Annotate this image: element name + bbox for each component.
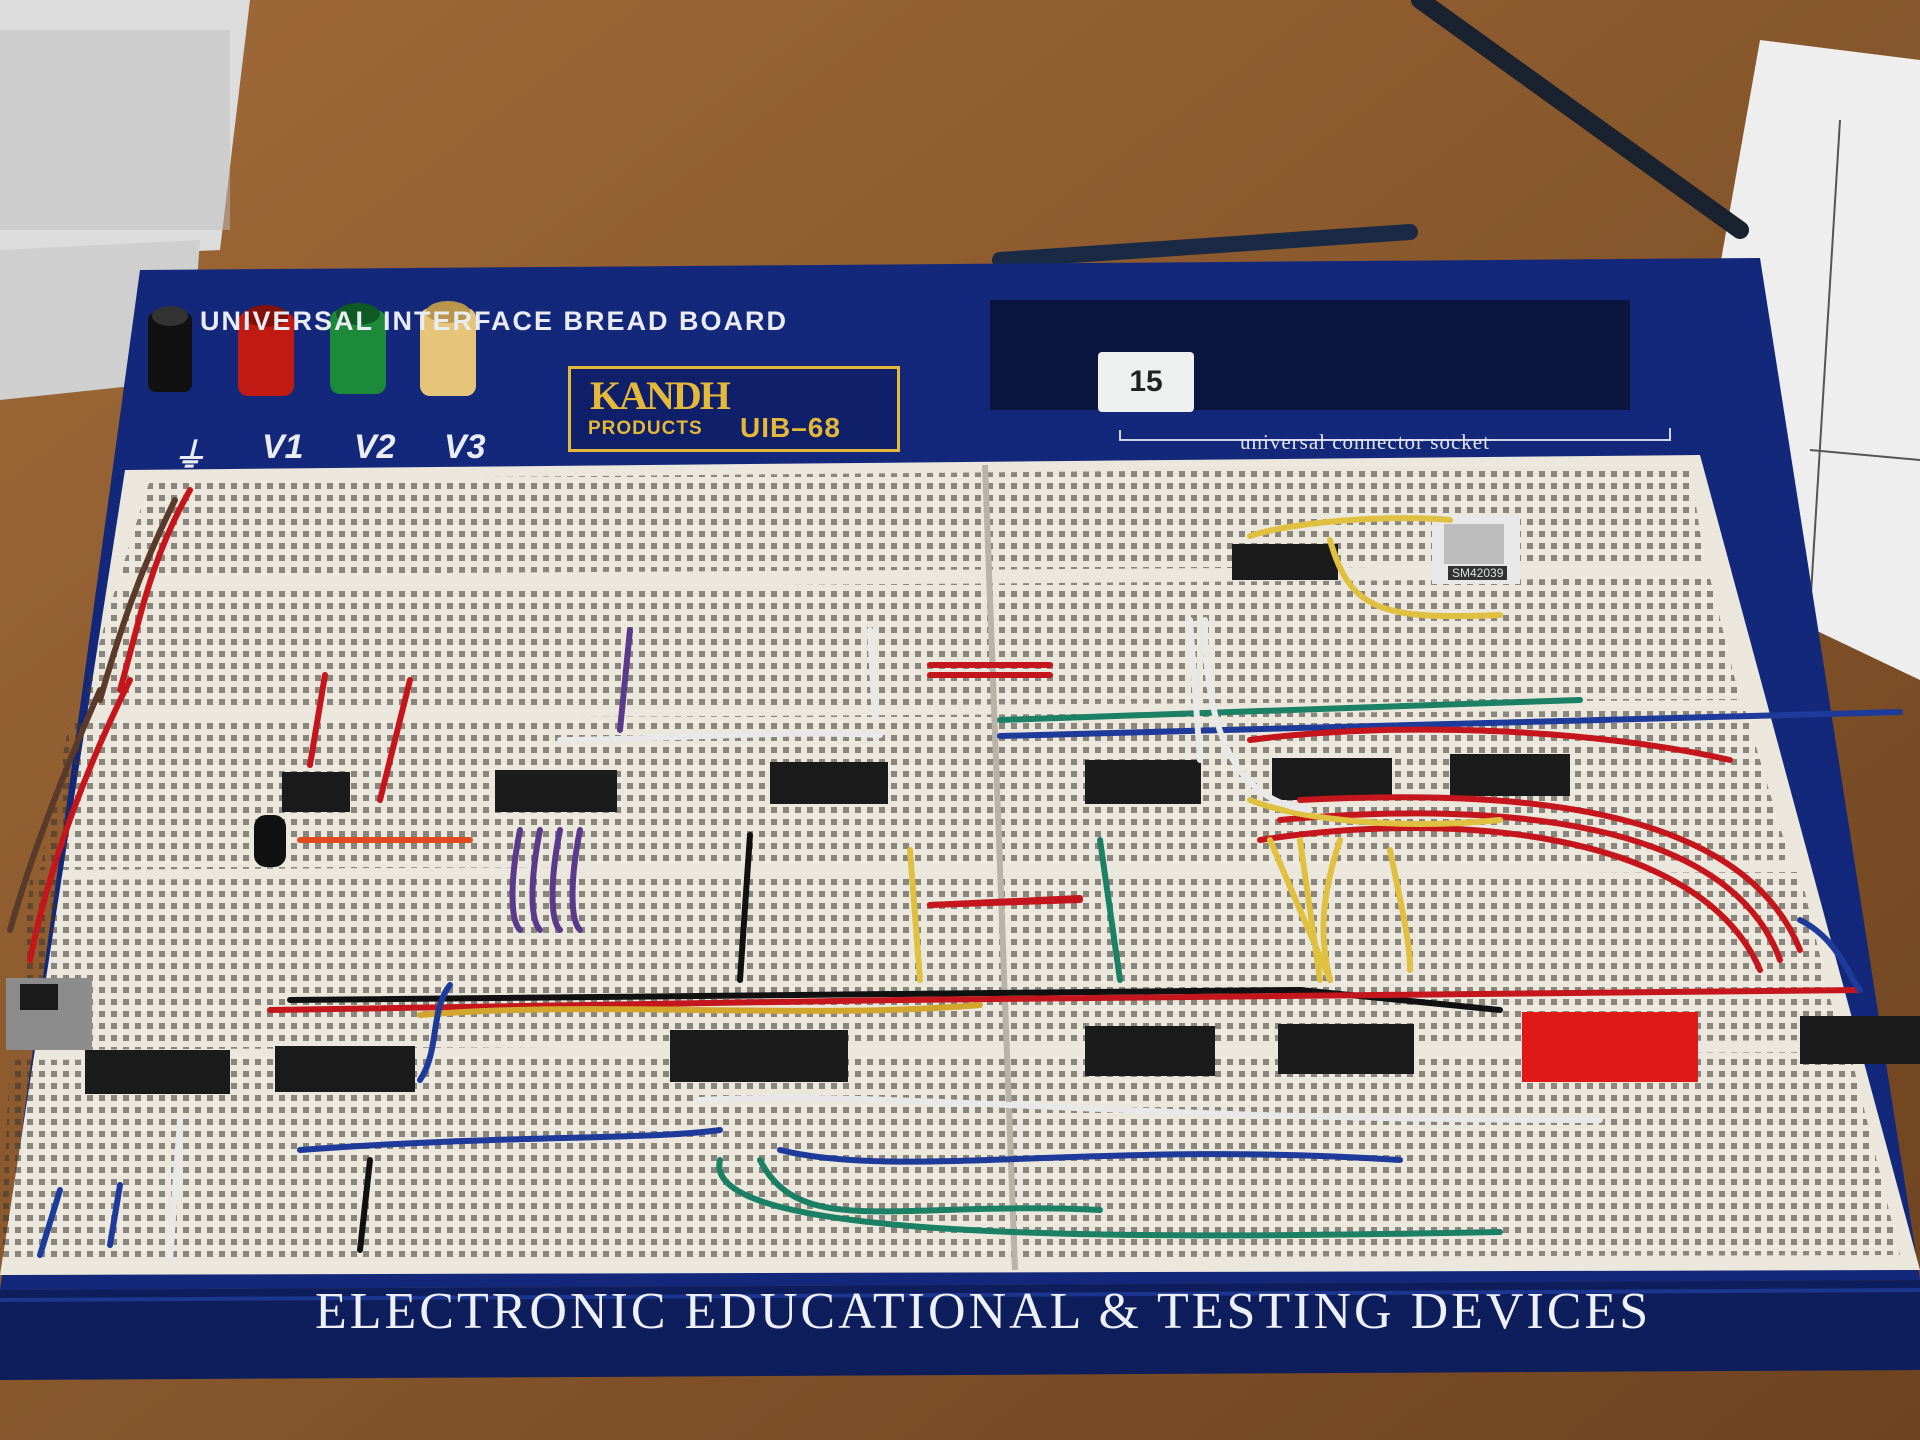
pen	[1411, 0, 1749, 239]
display-part-label: SM42039	[1448, 566, 1508, 580]
terminal-label-v3: V3	[444, 428, 486, 466]
breadboard	[0, 455, 1920, 1275]
board-title: UNIVERSAL INTERFACE BREAD BOARD	[200, 306, 789, 336]
connector-socket	[990, 300, 1630, 410]
terminal-label-v1: V1	[262, 428, 304, 466]
connector-socket-label: universal connector socket	[1240, 430, 1490, 454]
brand-logo	[568, 366, 900, 452]
terminal-label-ground: ⏚	[172, 437, 206, 475]
capacitor	[254, 815, 286, 867]
dip-switch	[1522, 1012, 1698, 1082]
logo-mark: KANDH	[590, 373, 731, 418]
ic-chips	[85, 544, 1920, 1094]
power-terminals	[148, 301, 476, 396]
jumper-wires	[7, 487, 1903, 1263]
terminal-label-v2: V2	[354, 428, 396, 466]
logo-model: UIB–68	[740, 412, 841, 443]
logo-subtitle: PRODUCTS	[588, 418, 703, 439]
footer-text: ELECTRONIC EDUCATIONAL & TESTING DEVICES	[315, 1283, 1652, 1340]
label-chip: 15	[1098, 352, 1194, 412]
